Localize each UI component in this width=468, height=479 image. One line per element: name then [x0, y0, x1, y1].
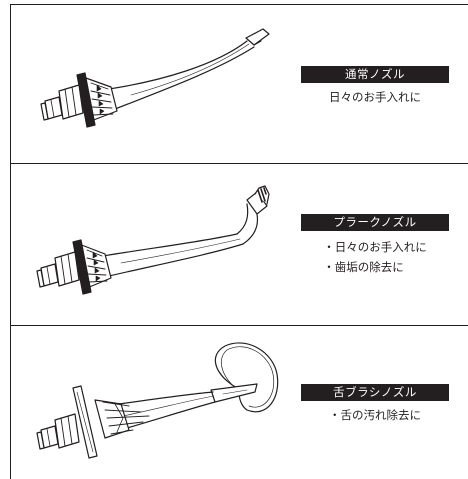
plaque-nozzle-label: プラークノズル ・日々のお手入れに ・歯垢の除去に — [301, 214, 449, 277]
nozzle-description-item: ・歯垢の除去に — [323, 260, 404, 274]
standard-nozzle-label: 通常ノズル 日々のお手入れに — [301, 66, 449, 106]
standard-nozzle-icon — [40, 28, 270, 128]
nozzle-name: プラークノズル — [301, 214, 449, 231]
nozzle-description-list: ・舌の汚れ除去に — [329, 405, 421, 425]
plaque-nozzle-icon — [36, 185, 270, 295]
nozzle-description: 日々のお手入れに — [329, 90, 421, 104]
nozzle-name: 舌ブラシノズル — [301, 384, 449, 401]
panel-plaque-nozzle: プラークノズル ・日々のお手入れに ・歯垢の除去に — [11, 164, 468, 325]
guide-frame — [10, 4, 468, 479]
panel-divider — [10, 163, 468, 164]
tongue-brush-nozzle-label: 舌ブラシノズル ・舌の汚れ除去に — [301, 384, 449, 425]
panel-divider — [10, 325, 468, 326]
nozzle-description-list: ・日々のお手入れに ・歯垢の除去に — [323, 237, 427, 277]
nozzle-name: 通常ノズル — [301, 66, 449, 83]
tongue-brush-nozzle-icon — [36, 342, 279, 459]
nozzle-description-item: ・日々のお手入れに — [323, 240, 427, 254]
panel-standard-nozzle: 通常ノズル 日々のお手入れに — [11, 5, 468, 163]
panel-tongue-brush-nozzle: 舌ブラシノズル ・舌の汚れ除去に — [11, 326, 468, 479]
nozzle-description-item: ・舌の汚れ除去に — [329, 408, 421, 422]
